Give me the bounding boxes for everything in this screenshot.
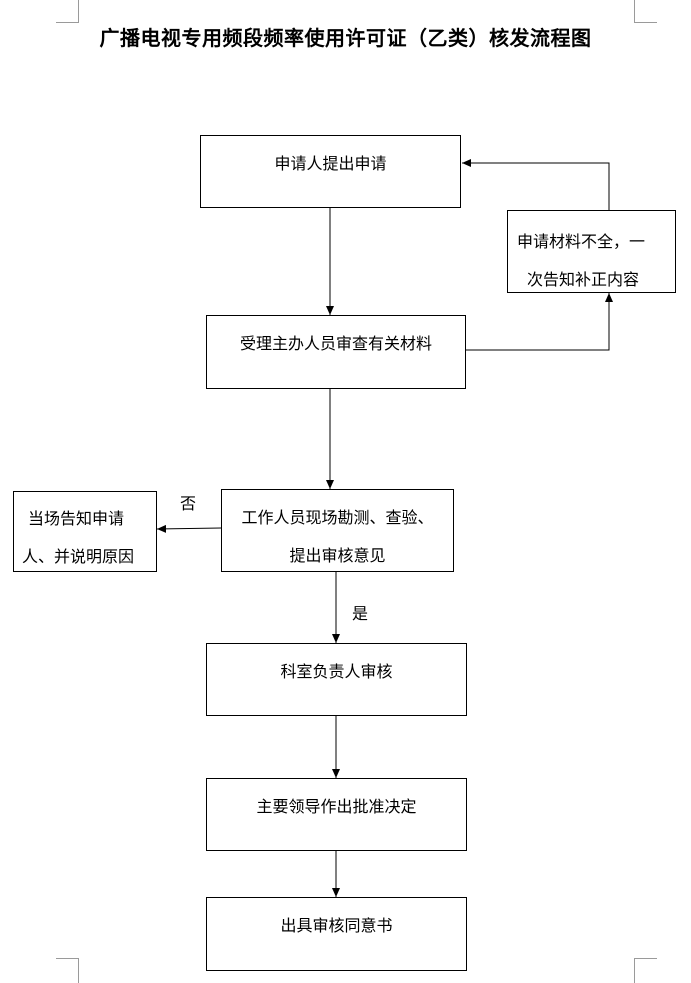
box-issue: 出具审核同意书 bbox=[206, 897, 467, 971]
arrow-incomplete-to-apply bbox=[462, 159, 610, 210]
box-section-review: 科室负责人审核 bbox=[206, 643, 467, 716]
crop-mark-bottom-left bbox=[56, 958, 79, 983]
box-incomplete: 申请材料不全，一 次告知补正内容 bbox=[507, 210, 676, 293]
box-inform: 当场告知申请 人、并说明原因 bbox=[13, 491, 157, 572]
box-survey: 工作人员现场勘测、查验、 提出审核意见 bbox=[221, 489, 454, 572]
box-inform-line1: 当场告知申请 bbox=[28, 509, 125, 528]
box-incomplete-line2: 次告知补正内容 bbox=[527, 270, 640, 289]
box-survey-line1: 工作人员现场勘测、查验、 bbox=[241, 508, 434, 527]
box-inform-line2: 人、并说明原因 bbox=[22, 547, 135, 566]
box-review: 受理主办人员审查有关材料 bbox=[206, 315, 466, 389]
label-yes: 是 bbox=[352, 604, 369, 623]
box-review-text: 受理主办人员审查有关材料 bbox=[239, 334, 432, 353]
crop-mark-bottom-right bbox=[634, 958, 657, 983]
box-leader-approve-text: 主要领导作出批准决定 bbox=[256, 797, 417, 816]
label-no: 否 bbox=[180, 494, 197, 513]
box-survey-line2: 提出审核意见 bbox=[289, 546, 386, 565]
arrow-review-to-incomplete bbox=[466, 293, 613, 351]
crop-mark-top-left bbox=[56, 0, 79, 23]
box-apply: 申请人提出申请 bbox=[200, 135, 461, 208]
box-leader-approve: 主要领导作出批准决定 bbox=[206, 778, 467, 851]
box-incomplete-line1: 申请材料不全，一 bbox=[517, 232, 646, 251]
crop-mark-top-right bbox=[634, 0, 657, 23]
box-issue-text: 出具审核同意书 bbox=[280, 916, 393, 935]
arrow-survey-to-inform-no bbox=[156, 524, 222, 533]
box-section-review-text: 科室负责人审核 bbox=[280, 662, 393, 681]
page-title: 广播电视专用频段频率使用许可证（乙类）核发流程图 bbox=[99, 26, 592, 50]
box-apply-text: 申请人提出申请 bbox=[274, 154, 387, 173]
